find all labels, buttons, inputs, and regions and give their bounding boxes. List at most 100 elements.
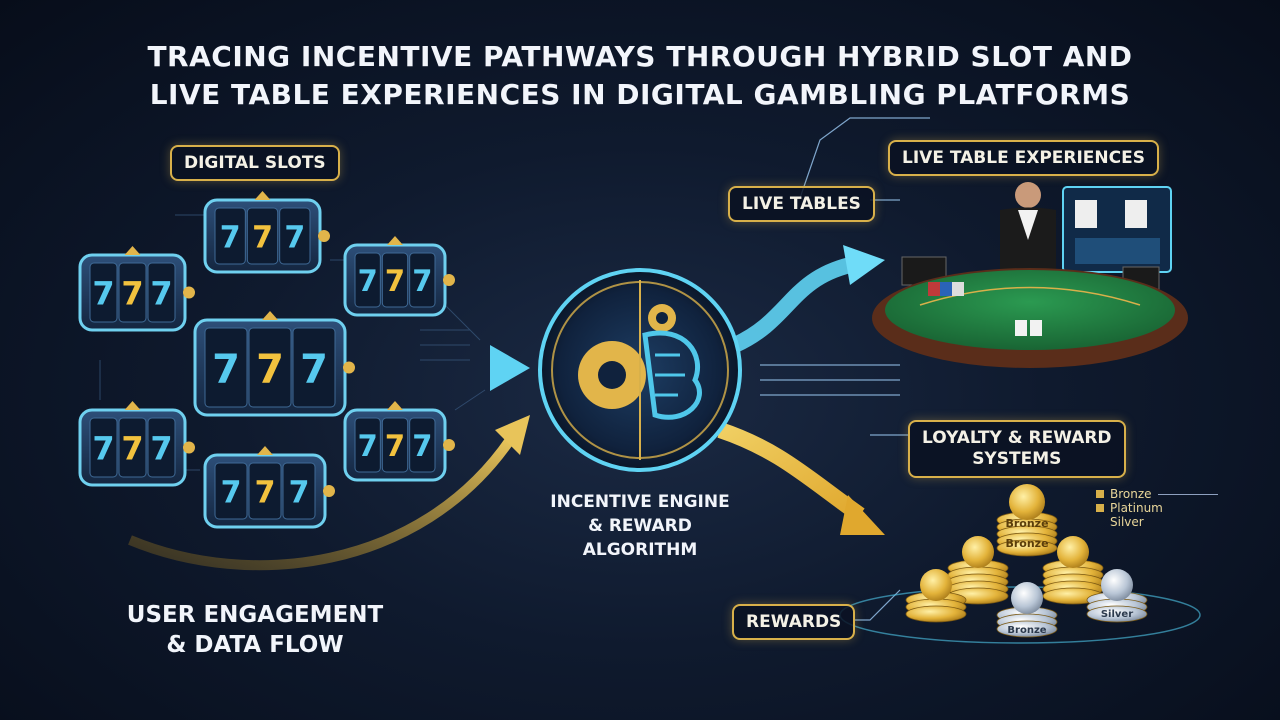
- tier-bronze: Bronze: [1110, 487, 1152, 501]
- slot-reel: [248, 327, 292, 408]
- slot-reel: [147, 417, 176, 478]
- slot-reel: [279, 207, 311, 265]
- slot-reel: [118, 417, 147, 478]
- chip-stacks: [928, 282, 964, 296]
- slot-symbol-seven: 7: [92, 430, 114, 468]
- coin-stack-layer: [996, 539, 1058, 557]
- slot-symbol-seven: 7: [412, 429, 432, 463]
- user-engagement-caption: USER ENGAGEMENT & DATA FLOW: [110, 600, 400, 660]
- title-line-1: TRACING INCENTIVE PATHWAYS THROUGH HYBRI…: [147, 40, 1133, 73]
- slot-reel: [409, 252, 436, 308]
- gear-small-icon: [648, 304, 676, 332]
- gear-icon: [578, 341, 646, 409]
- slot-symbol-seven: 7: [385, 429, 405, 463]
- slot-lever-icon: [443, 274, 455, 286]
- tier-marker: [1096, 518, 1104, 526]
- slot-reel: [354, 252, 381, 308]
- slot-symbol-seven: 7: [358, 429, 378, 463]
- coin-stack-layer: [905, 605, 967, 623]
- tier-marker: [1096, 504, 1104, 512]
- tier-legend: Bronze Platinum Silver: [1096, 487, 1218, 529]
- digital-slots-label: DIGITAL SLOTS: [170, 145, 340, 181]
- slot-reel: [214, 207, 246, 265]
- slot-gem-icon: [257, 446, 273, 455]
- loyalty-line-1: LOYALTY & REWARD: [922, 428, 1112, 448]
- slot-lever-icon: [318, 230, 330, 242]
- slot-symbol-seven: 7: [300, 347, 328, 393]
- coin-text-4: Bronze: [1007, 625, 1046, 636]
- slot-reel: [118, 262, 147, 323]
- engagement-line-1: USER ENGAGEMENT: [126, 602, 384, 628]
- slot-lever-icon: [323, 485, 335, 497]
- slot-gem-icon: [254, 191, 271, 200]
- live-tables-label: LIVE TABLES: [728, 186, 875, 222]
- slot-reel: [246, 207, 279, 265]
- slot-symbol-seven: 7: [358, 264, 378, 298]
- live-table-illustration: [872, 182, 1188, 368]
- slot-symbol-seven: 7: [289, 476, 310, 511]
- arrow-engagement-head: [495, 415, 530, 455]
- coin-stack-layer: [996, 620, 1058, 638]
- incentive-engine-caption: INCENTIVE ENGINE & REWARD ALGORITHM: [530, 490, 750, 562]
- arrow-engine-to-tables-head: [843, 245, 885, 285]
- slot-lever-icon: [183, 286, 195, 299]
- slot-symbol-seven: 7: [252, 221, 273, 256]
- dealer-figure: [1000, 182, 1056, 270]
- coin-gold-4: [920, 569, 952, 601]
- rewards-coins: Bronze Bronze Silver Bronze: [839, 484, 1201, 644]
- slot-symbol-seven: 7: [221, 476, 242, 511]
- slot-gem-icon: [387, 236, 403, 245]
- coin-text-3: Silver: [1101, 609, 1133, 620]
- slot-gem-icon: [387, 401, 403, 410]
- tier-silver: Silver: [1110, 515, 1144, 529]
- tier-row: Silver: [1096, 515, 1218, 529]
- connector-lines: [760, 117, 930, 621]
- slot-reel: [409, 417, 436, 473]
- tier-row: Platinum: [1096, 501, 1218, 515]
- title-line-2: LIVE TABLE EXPERIENCES IN DIGITAL GAMBLI…: [149, 78, 1131, 111]
- slot-lever-icon: [443, 439, 455, 451]
- slot-symbol-seven: 7: [212, 347, 240, 393]
- arrow-engagement-to-engine: [128, 437, 515, 571]
- coin-silver-1: [1011, 582, 1043, 614]
- slot-reel: [89, 417, 118, 478]
- slot-gem-icon: [262, 311, 278, 320]
- engine-line-2: & REWARD ALGORITHM: [582, 516, 698, 560]
- slot-reel: [292, 327, 336, 408]
- slot-reel: [354, 417, 381, 473]
- page-title: TRACING INCENTIVE PATHWAYS THROUGH HYBRI…: [0, 38, 1280, 114]
- loyalty-line-2: SYSTEMS: [972, 449, 1062, 469]
- tier-platinum: Platinum: [1110, 501, 1163, 515]
- slot-symbol-seven: 7: [121, 275, 143, 313]
- slot-symbol-seven: 7: [220, 221, 241, 256]
- slot-reel: [381, 417, 409, 473]
- coin-text-2: Bronze: [1005, 537, 1048, 550]
- live-table-experiences-label: LIVE TABLE EXPERIENCES: [888, 140, 1159, 176]
- slot-reel: [282, 462, 316, 520]
- coin-gold-1: [1009, 484, 1045, 520]
- slot-symbol-seven: 7: [92, 275, 114, 313]
- slot-symbol-seven: 7: [385, 264, 405, 298]
- tier-row: Bronze: [1096, 487, 1218, 501]
- tier-marker: [1096, 490, 1104, 498]
- slot-reel: [214, 462, 248, 520]
- slot-reel: [89, 262, 118, 323]
- brain-icon: [642, 330, 702, 420]
- coin-gold-2: [962, 536, 994, 568]
- slot-gem-icon: [124, 401, 141, 410]
- loyalty-reward-label: LOYALTY & REWARD SYSTEMS: [908, 420, 1126, 478]
- slot-symbol-seven: 7: [121, 430, 143, 468]
- slot-reel: [248, 462, 282, 520]
- arrow-engine-to-rewards-head: [840, 495, 885, 535]
- arrow-engine-to-rewards: [717, 422, 865, 522]
- slot-symbol-seven: 7: [150, 430, 172, 468]
